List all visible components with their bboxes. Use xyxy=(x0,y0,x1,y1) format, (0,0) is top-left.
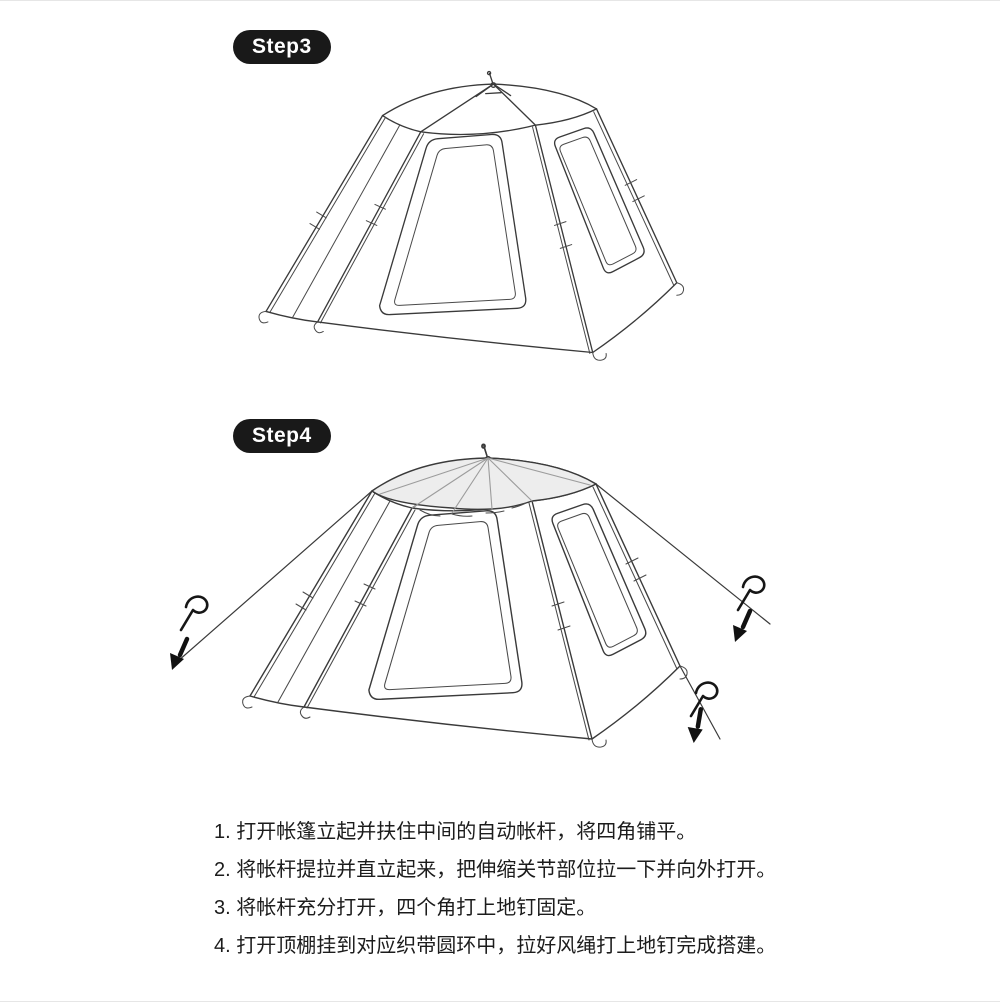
guy-rope-right-upper xyxy=(595,483,771,625)
instruction-line-3: 3. 将帐杆充分打开，四个角打上地钉固定。 xyxy=(214,897,597,919)
tent-illustration-step4 xyxy=(160,439,800,779)
step4-badge: Step4 xyxy=(233,419,331,453)
guy-rope-left xyxy=(177,490,373,662)
tent-step3-icon xyxy=(258,70,685,361)
step3-badge: Step3 xyxy=(233,30,331,64)
stake-right-lower xyxy=(684,681,719,744)
instruction-list: 1. 打开帐篷立起并扶住中间的自动帐杆，将四角铺平。 2. 将帐杆提拉并直立起来… xyxy=(214,813,854,965)
tent-illustration-step3 xyxy=(245,63,715,391)
instruction-line-4: 4. 打开顶棚挂到对应织带圆环中，拉好风绳打上地钉完成搭建。 xyxy=(214,935,777,957)
tent-step4-icon xyxy=(160,443,771,748)
stake-right-upper xyxy=(733,575,766,642)
stake-left xyxy=(170,595,209,670)
step4-label: Step4 xyxy=(252,424,312,447)
instruction-line-1: 1. 打开帐篷立起并扶住中间的自动帐杆，将四角铺平。 xyxy=(214,821,697,843)
canopy xyxy=(371,443,597,517)
instruction-line-2: 2. 将帐杆提拉并直立起来，把伸缩关节部位拉一下并向外打开。 xyxy=(214,859,777,881)
step3-label: Step3 xyxy=(252,35,312,58)
